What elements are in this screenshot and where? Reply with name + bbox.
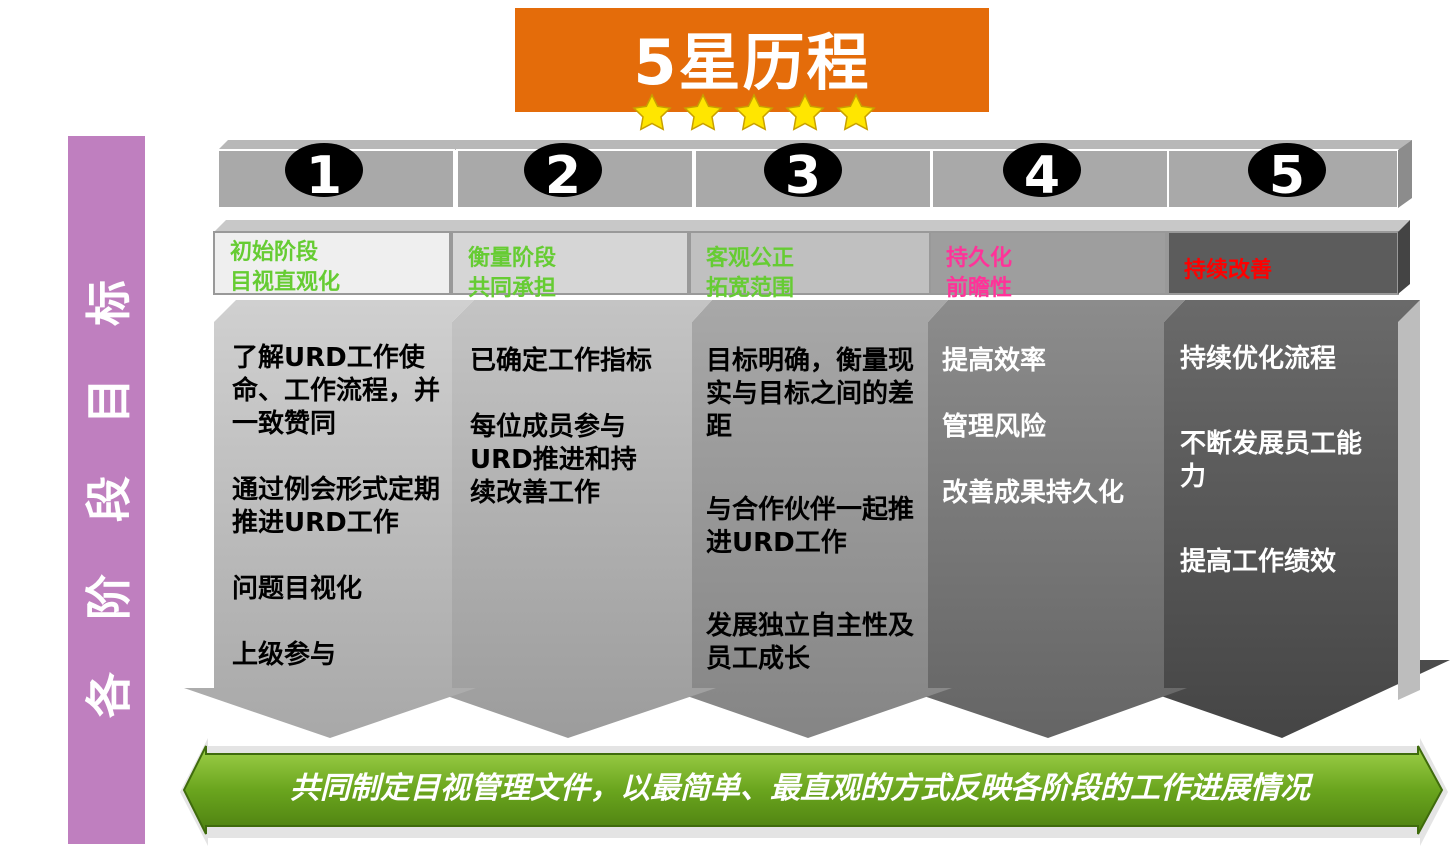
stage-items-4: 提高效率 管理风险 改善成果持久化 xyxy=(942,345,1154,510)
stage-chevron-2 xyxy=(424,300,716,738)
list-item: 不断发展员工能力 xyxy=(1180,429,1363,492)
label-box-4 xyxy=(929,231,1167,295)
list-item: 上级参与 xyxy=(232,640,337,670)
label-box-2 xyxy=(451,231,689,295)
title-box: 5星历程 xyxy=(515,8,989,112)
stage-chevron-4 xyxy=(900,300,1187,738)
stage-number-text: 4 xyxy=(1023,146,1061,206)
stage-label-5: 持续改善 xyxy=(1184,258,1273,283)
stage-number-text: 2 xyxy=(544,146,582,206)
stage-items-1: 了解URD工作使命、工作流程，并一致赞同 通过例会形式定期推进URD工作 问题目… xyxy=(232,342,446,672)
list-item: 提高工作绩效 xyxy=(1180,547,1337,577)
banner-text: 共同制定目视管理文件，以最简单、最直观的方式反映各阶段的工作进展情况 xyxy=(290,771,1310,806)
stage-number-5: 5 xyxy=(1168,140,1398,210)
list-item: 通过例会形式定期推进URD工作 xyxy=(232,475,441,538)
list-item: 发展独立自主性及员工成长 xyxy=(706,611,915,674)
stage-number-4: 4 xyxy=(932,140,1168,210)
list-item: 持续优化流程 xyxy=(1180,344,1337,374)
stage-chevron-1 xyxy=(184,300,476,738)
list-item: 目标明确，衡量现实与目标之间的差距 xyxy=(706,346,915,442)
list-item: 每位成员参与URD推进和持续改善工作 xyxy=(470,412,637,508)
page-title: 5星历程 xyxy=(633,26,871,99)
list-item: 改善成果持久化 xyxy=(942,478,1125,508)
list-item: 已确定工作指标 xyxy=(470,346,653,376)
stage-label-2: 衡量阶段 共同承担 xyxy=(468,246,557,301)
side-label-bar: 各 阶 段 目 标 xyxy=(68,136,145,844)
stage-label-3: 客观公正 拓宽范围 xyxy=(706,246,795,301)
list-item: 了解URD工作使命、工作流程，并一致赞同 xyxy=(232,343,441,439)
stage-items-5: 持续优化流程 不断发展员工能力 提高工作绩效 xyxy=(1180,343,1362,579)
banner-arrow xyxy=(182,745,1444,835)
stage-number-row: 1 2 3 4 5 xyxy=(218,140,1412,210)
stage-number-3: 3 xyxy=(695,140,931,210)
stage-number-2: 2 xyxy=(457,140,693,210)
stage-number-text: 3 xyxy=(784,146,822,206)
label-box-3 xyxy=(689,231,931,295)
list-item: 与合作伙伴一起推进URD工作 xyxy=(706,495,915,558)
label-box-1 xyxy=(213,231,451,295)
stage-label-4: 持久化 前瞻性 xyxy=(946,246,1013,301)
stage-number-text: 1 xyxy=(305,146,343,206)
stage-chevron-5 xyxy=(1138,300,1450,738)
stage-items-2: 已确定工作指标 每位成员参与URD推进和持续改善工作 xyxy=(470,345,656,510)
list-item: 提高效率 xyxy=(942,346,1047,376)
stage-items-3: 目标明确，衡量现实与目标之间的差距 与合作伙伴一起推进URD工作 发展独立自主性… xyxy=(706,345,918,676)
stage-label-1: 初始阶段 目视直观化 xyxy=(230,240,341,295)
stage-chevron-3 xyxy=(664,300,952,738)
stage-number-text: 5 xyxy=(1268,146,1306,206)
list-item: 管理风险 xyxy=(942,412,1047,442)
label-box-5 xyxy=(1167,231,1399,295)
stage-number-1: 1 xyxy=(218,140,454,210)
list-item: 问题目视化 xyxy=(232,574,363,604)
